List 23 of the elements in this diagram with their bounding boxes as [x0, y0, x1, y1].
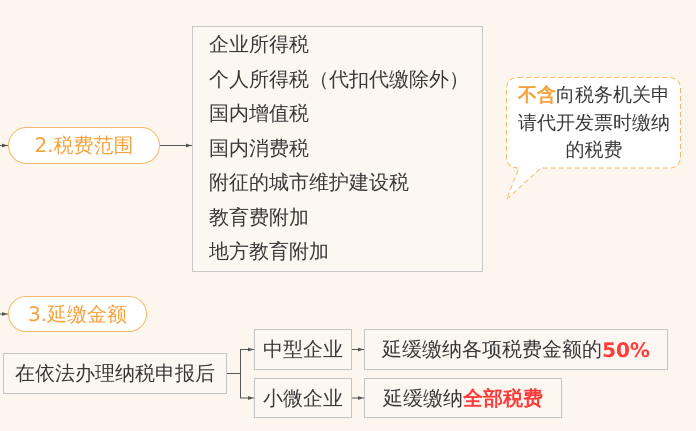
speech-bubble: [506, 77, 681, 200]
category-box: 中型企业: [254, 329, 352, 370]
category-box: 小微企业: [254, 378, 352, 418]
topic-pill: 2.税费范围: [8, 127, 160, 164]
arrow: [160, 144, 192, 148]
list-item: 国内消费税: [209, 134, 309, 162]
condition-box: 在依法办理纳税申报后: [3, 353, 227, 394]
list-item: 附征的城市维护建设税: [209, 169, 409, 196]
arrow: [0, 144, 8, 148]
list-item: 个人所得税（代扣代缴除外）: [209, 66, 469, 92]
list-item: 地方教育附加: [209, 238, 329, 265]
list-item: 国内增值税: [209, 100, 309, 127]
arrow: [0, 312, 8, 316]
arrow: [352, 396, 364, 400]
topic-pill: 3.延缴金额: [8, 296, 147, 332]
result-box: 延缓缴纳各项税费金额的50%: [364, 329, 668, 370]
arrow: [352, 348, 364, 352]
list-item: 企业所得税: [209, 31, 309, 58]
list-item: 教育费附加: [209, 204, 309, 230]
callout-text: 不含向税务机关申请代开发票时缴纳的税费: [516, 83, 671, 163]
list-box: [192, 26, 483, 272]
result-box: 延缓缴纳全部税费: [364, 378, 562, 418]
arrow: [226, 373, 254, 400]
